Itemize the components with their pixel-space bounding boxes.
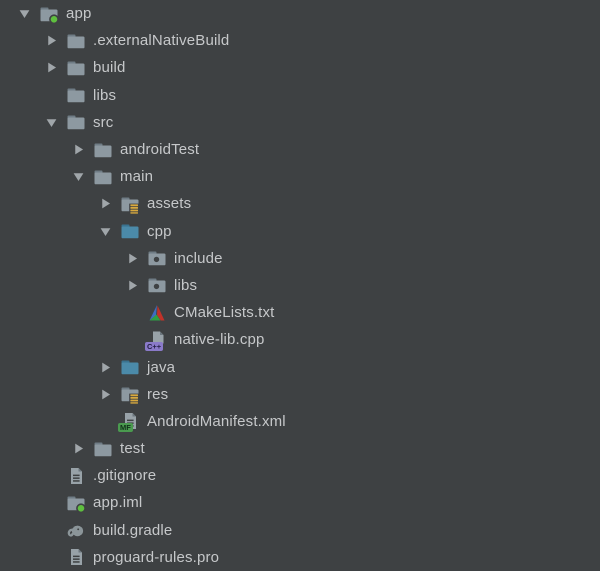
tree-item-label: proguard-rules.pro [93, 548, 220, 566]
tree-item-label: libs [93, 86, 117, 104]
gradle-file-icon [66, 520, 86, 540]
tree-item-label: .gitignore [93, 467, 157, 485]
tree-item-label: libs [174, 276, 198, 294]
chevron-spacer [126, 333, 139, 346]
tree-item-app[interactable]: app [0, 0, 600, 27]
tree-item-label: build.gradle [93, 521, 173, 539]
tree-item-libs[interactable]: libs [0, 272, 600, 299]
chevron-right-icon[interactable] [45, 61, 58, 74]
tree-item-gitignore[interactable]: .gitignore [0, 462, 600, 489]
tree-item-build-gradle[interactable]: build.gradle [0, 517, 600, 544]
folder-icon [93, 167, 113, 187]
tree-item-label: cpp [147, 222, 172, 240]
tree-item-src[interactable]: src [0, 109, 600, 136]
tree-item-proguard-rules-pro[interactable]: proguard-rules.pro [0, 544, 600, 571]
manifest-file-icon: MF [118, 411, 140, 433]
tree-item-label: assets [147, 195, 192, 213]
folder-assets-icon [120, 384, 140, 404]
chevron-right-icon[interactable] [72, 442, 85, 455]
file-type-badge: C++ [145, 341, 164, 351]
tree-item-java[interactable]: java [0, 353, 600, 380]
folder-icon [66, 85, 86, 105]
folder-icon [66, 58, 86, 78]
tree-item-label: CMakeLists.txt [174, 304, 275, 322]
chevron-right-icon[interactable] [45, 34, 58, 47]
chevron-spacer [45, 469, 58, 482]
text-file-icon [66, 547, 86, 567]
folder-icon [93, 140, 113, 160]
folder-dot-icon [147, 248, 167, 268]
tree-item-label: src [93, 113, 114, 131]
tree-item-label: main [120, 168, 154, 186]
tree-item-cpp[interactable]: cpp [0, 218, 600, 245]
tree-item-label: app.iml [93, 494, 143, 512]
folder-module-icon [66, 493, 86, 513]
chevron-down-icon[interactable] [45, 116, 58, 129]
chevron-down-icon[interactable] [72, 170, 85, 183]
tree-item-label: java [147, 358, 176, 376]
tree-item-androidtest[interactable]: androidTest [0, 136, 600, 163]
folder-source-icon [120, 221, 140, 241]
folder-icon [66, 31, 86, 51]
folder-icon [66, 112, 86, 132]
chevron-right-icon[interactable] [126, 252, 139, 265]
tree-item-libs[interactable]: libs [0, 82, 600, 109]
chevron-right-icon[interactable] [72, 143, 85, 156]
tree-item-label: build [93, 59, 126, 77]
chevron-spacer [126, 306, 139, 319]
tree-item-native-lib-cpp[interactable]: C++ native-lib.cpp [0, 326, 600, 353]
chevron-right-icon[interactable] [99, 197, 112, 210]
tree-item-build[interactable]: build [0, 54, 600, 81]
folder-assets-icon [120, 194, 140, 214]
folder-icon [93, 439, 113, 459]
chevron-spacer [45, 496, 58, 509]
file-type-badge: MF [118, 423, 133, 433]
folder-source-icon [120, 357, 140, 377]
tree-item-cmakelists-txt[interactable]: CMakeLists.txt [0, 299, 600, 326]
tree-item-include[interactable]: include [0, 245, 600, 272]
tree-item-assets[interactable]: assets [0, 190, 600, 217]
chevron-spacer [45, 551, 58, 564]
chevron-right-icon[interactable] [99, 361, 112, 374]
tree-item-label: test [120, 440, 145, 458]
chevron-right-icon[interactable] [99, 388, 112, 401]
tree-item-label: res [147, 385, 169, 403]
text-file-icon [66, 466, 86, 486]
tree-item-res[interactable]: res [0, 381, 600, 408]
chevron-down-icon[interactable] [99, 225, 112, 238]
tree-item-externalnativebuild[interactable]: .externalNativeBuild [0, 27, 600, 54]
folder-dot-icon [147, 275, 167, 295]
chevron-down-icon[interactable] [18, 7, 31, 20]
tree-item-androidmanifest-xml[interactable]: MF AndroidManifest.xml [0, 408, 600, 435]
folder-module-icon [39, 4, 59, 24]
tree-item-label: include [174, 249, 223, 267]
tree-item-main[interactable]: main [0, 163, 600, 190]
cpp-file-icon: C++ [145, 330, 167, 351]
tree-item-label: app [66, 5, 92, 23]
tree-item-label: AndroidManifest.xml [147, 412, 286, 430]
tree-item-label: native-lib.cpp [174, 331, 265, 349]
chevron-spacer [99, 415, 112, 428]
chevron-spacer [45, 524, 58, 537]
tree-item-app-iml[interactable]: app.iml [0, 489, 600, 516]
chevron-spacer [45, 89, 58, 102]
tree-item-label: androidTest [120, 141, 200, 159]
chevron-right-icon[interactable] [126, 279, 139, 292]
tree-item-label: .externalNativeBuild [93, 32, 230, 50]
tree-item-test[interactable]: test [0, 435, 600, 462]
cmake-file-icon [147, 303, 167, 323]
